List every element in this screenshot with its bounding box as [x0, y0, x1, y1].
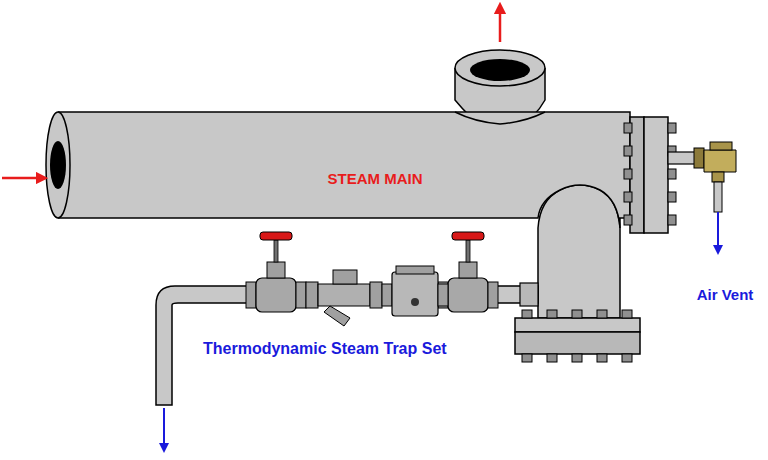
main-pipe: [46, 112, 630, 228]
air-vent: [668, 142, 736, 250]
handwheel: [452, 232, 484, 240]
valve-end: [438, 282, 448, 308]
valve-body: [448, 278, 488, 312]
bolt: [622, 354, 632, 362]
bolt: [597, 354, 607, 362]
drip-leg: [538, 185, 620, 318]
valve-body: [256, 278, 296, 312]
bolt: [547, 310, 557, 318]
valve-end: [246, 282, 256, 308]
bolt: [668, 192, 676, 202]
bolt: [624, 146, 632, 156]
bolt: [522, 310, 532, 318]
part-label: Air Vent: [697, 286, 754, 303]
pipe-label: STEAM MAIN: [328, 170, 423, 187]
outlet-arrow: [499, 8, 502, 42]
valve-end: [488, 282, 498, 308]
drip-leg-flange: [515, 310, 640, 362]
bolt: [624, 123, 632, 133]
valve-bonnet: [459, 262, 477, 278]
bolt: [547, 354, 557, 362]
handwheel: [260, 232, 292, 240]
valve-stem: [274, 240, 278, 262]
bolt: [668, 215, 676, 225]
inlet-arrow: [2, 177, 42, 180]
bolt: [668, 123, 676, 133]
part-label: Thermodynamic Steam Trap Set: [203, 340, 447, 358]
bolt: [668, 169, 676, 179]
isolation-valves: [246, 232, 498, 312]
end-flange: [624, 117, 676, 233]
valve-bonnet: [267, 262, 285, 278]
bolt: [624, 215, 632, 225]
bolt: [624, 169, 632, 179]
bolt: [622, 310, 632, 318]
thermodynamic-trap: [382, 266, 448, 316]
bolt: [624, 192, 632, 202]
strainer: [306, 270, 382, 326]
bolt: [572, 354, 582, 362]
bolt: [572, 310, 582, 318]
valve-stem: [466, 240, 470, 262]
valve-end: [296, 282, 306, 308]
bolt: [522, 354, 532, 362]
bolt: [597, 310, 607, 318]
